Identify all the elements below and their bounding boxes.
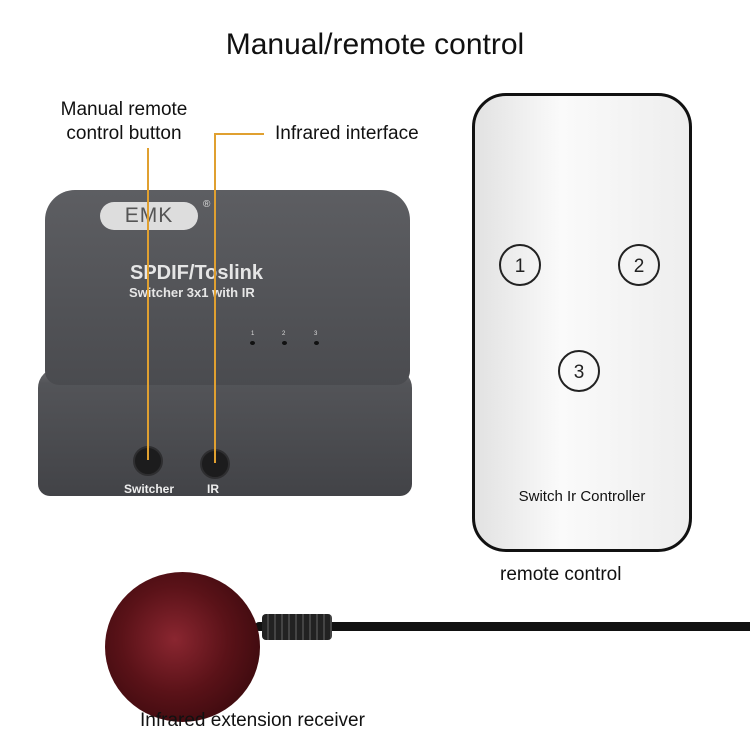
remote-button-3[interactable]: 3 — [558, 350, 600, 392]
port-label-ir: IR — [207, 482, 219, 496]
manual-button-callout: Manual remote control button — [50, 98, 198, 146]
callout-line-2: control button — [66, 123, 182, 144]
switcher-front-face — [38, 368, 412, 496]
remote-button-2[interactable]: 2 — [618, 244, 660, 286]
remote-label: Switch Ir Controller — [518, 488, 646, 505]
remote-control — [472, 93, 692, 552]
infrared-receiver — [105, 572, 260, 722]
manual-button-callout-line — [147, 148, 149, 460]
ir-callout-line-horizontal — [214, 133, 264, 135]
port-label-switcher: Switcher — [124, 482, 175, 496]
led-2 — [282, 341, 287, 345]
page-title: Manual/remote control — [225, 28, 525, 61]
led-label-1: 1 — [251, 331, 255, 337]
led-3 — [314, 341, 319, 345]
device-subtitle: Switcher 3x1 with IR — [129, 285, 255, 300]
led-label-3: 3 — [314, 331, 318, 337]
receiver-caption: Infrared extension receiver — [140, 710, 365, 731]
brand-logo: EMK — [100, 202, 198, 230]
led-label-2: 2 — [282, 331, 286, 337]
remote-button-1[interactable]: 1 — [499, 244, 541, 286]
ir-callout-line-vertical — [214, 133, 216, 463]
cable-strain-relief — [262, 614, 332, 640]
device-title: SPDIF/Toslink — [130, 262, 263, 284]
remote-caption: remote control — [500, 564, 622, 585]
receiver-cable — [255, 622, 750, 631]
infrared-interface-callout: Infrared interface — [275, 123, 419, 144]
callout-line-1: Manual remote — [60, 99, 188, 120]
led-1 — [250, 341, 255, 345]
registered-mark: ® — [203, 199, 211, 210]
